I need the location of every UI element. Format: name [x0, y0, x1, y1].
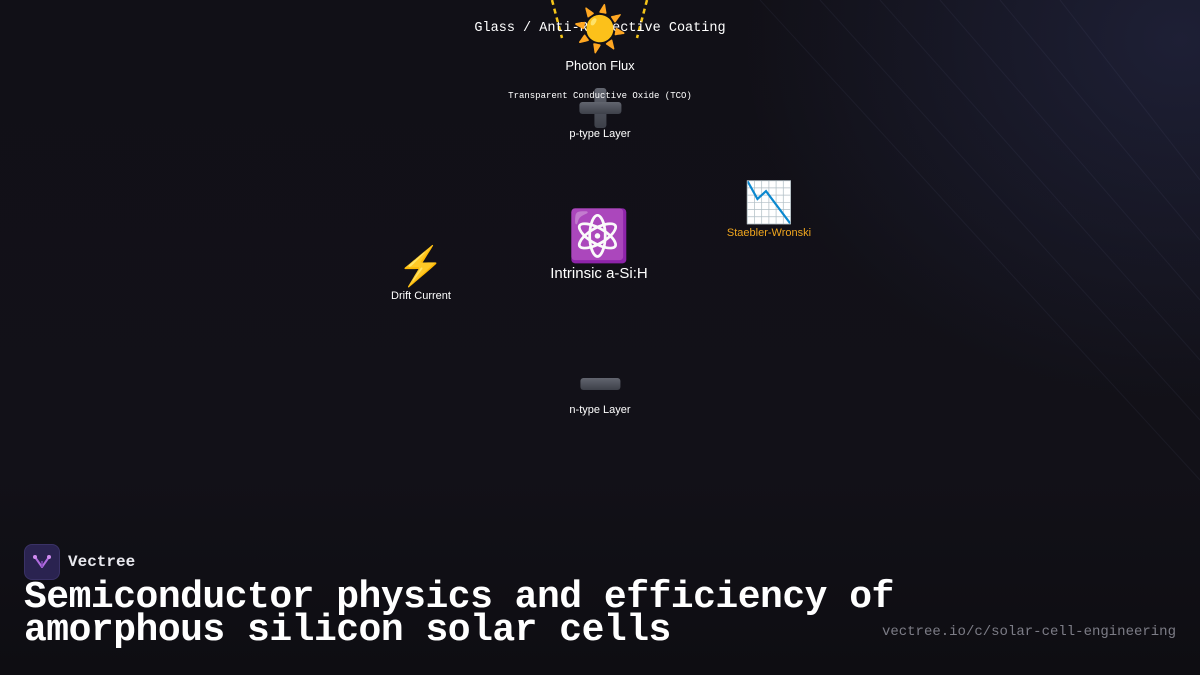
n-type-layer-label: n-type Layer [569, 404, 631, 416]
plus-icon [579, 88, 621, 128]
n-type-layer-node: n-type Layer [569, 365, 631, 416]
drift-current-node: ⚡ Drift Current [391, 248, 451, 302]
lightning-icon: ⚡ [397, 246, 445, 288]
p-type-layer-node: p-type Layer [569, 88, 631, 140]
brand-name: Vectree [68, 553, 136, 571]
vectree-logo-icon [24, 544, 60, 580]
photon-flux-node: ☀️ Photon Flux [565, 5, 635, 74]
p-type-layer-label: p-type Layer [569, 128, 631, 140]
page-title: Semiconductor physics and efficiency of … [24, 576, 894, 652]
sun-icon: ☀️ [572, 5, 628, 54]
glass-layer-label: Glass / Anti-Reflective Coating [474, 21, 726, 36]
staebler-wronski-node: 📉 Staebler-Wronski [727, 183, 811, 239]
staebler-wronski-label: Staebler-Wronski [726, 227, 812, 239]
intrinsic-layer-node: ⚛️ Intrinsic a-Si:H [550, 211, 648, 282]
tco-layer-label: Transparent Conductive Oxide (TCO) [508, 91, 692, 101]
photon-flux-label: Photon Flux [565, 58, 635, 73]
brand[interactable]: Vectree [24, 544, 135, 580]
chart-decreasing-icon: 📉 [744, 181, 794, 225]
intrinsic-layer-label: Intrinsic a-Si:H [550, 265, 648, 282]
minus-icon [580, 378, 620, 390]
atom-icon: ⚛️ [567, 208, 631, 264]
course-url-link[interactable]: vectree.io/c/solar-cell-engineering [881, 624, 1176, 640]
drift-current-label: Drift Current [391, 290, 451, 302]
